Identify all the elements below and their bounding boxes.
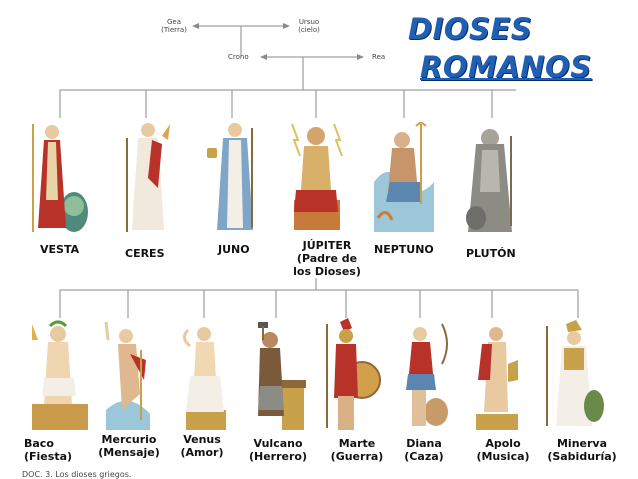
- ursuo-name: Ursuo: [298, 18, 320, 26]
- apolo-figure: [476, 327, 518, 430]
- juno-figure: [207, 123, 253, 230]
- minerva-figure: [546, 320, 604, 426]
- venus-label: Venus (Amor): [174, 433, 230, 459]
- venus-figure: [183, 327, 226, 430]
- document-caption: DOC. 3. Los dioses griegos.: [22, 470, 132, 479]
- mercurio-label: Mercurio (Mensaje): [92, 433, 166, 459]
- ceres-figure: [126, 123, 170, 232]
- rea-label: Rea: [372, 53, 386, 61]
- baco-name: Baco: [24, 437, 54, 450]
- jupiter-title-line2: los Dioses): [293, 265, 361, 278]
- juno-label: JUNO: [218, 243, 250, 256]
- title-line-1: DIOSES: [408, 12, 533, 46]
- venus-name: Venus: [183, 433, 221, 446]
- diana-name: Diana: [406, 437, 442, 450]
- mercurio-role: (Mensaje): [98, 446, 160, 459]
- vesta-label: VESTA: [40, 243, 80, 256]
- title-line-2: ROMANOS: [420, 50, 592, 84]
- mercurio-figure: [104, 321, 150, 430]
- vulcano-label: Vulcano (Herrero): [244, 437, 312, 463]
- baco-role: (Fiesta): [24, 450, 73, 463]
- jupiter-label: JÚPITER (Padre de los Dioses): [290, 239, 364, 278]
- minerva-role: (Sabiduría): [547, 450, 617, 463]
- jupiter-figure: [291, 123, 343, 230]
- gea-meaning: (Tierra): [161, 26, 187, 34]
- diana-label: Diana (Caza): [398, 437, 450, 463]
- gea-name: Gea: [166, 18, 182, 26]
- diana-figure: [406, 323, 448, 426]
- ursuo-label: Ursuo (cielo): [292, 18, 326, 34]
- apolo-name: Apolo: [485, 437, 521, 450]
- venus-role: (Amor): [180, 446, 224, 459]
- diana-role: (Caza): [404, 450, 444, 463]
- minerva-name: Minerva: [556, 437, 608, 450]
- mercurio-name: Mercurio: [101, 433, 157, 446]
- ursuo-meaning: (cielo): [298, 26, 320, 34]
- vulcano-figure: [258, 322, 306, 430]
- apolo-role: (Musica): [476, 450, 530, 463]
- baco-figure: [32, 320, 88, 430]
- apolo-label: Apolo (Musica): [468, 437, 538, 463]
- vulcano-role: (Herrero): [248, 450, 307, 463]
- minerva-label: Minerva (Sabiduría): [542, 437, 622, 463]
- neptuno-label: NEPTUNO: [374, 243, 434, 256]
- jupiter-title-line1: (Padre de: [296, 252, 358, 265]
- ceres-label: CERES: [125, 247, 165, 260]
- neptuno-figure: [374, 122, 434, 232]
- marte-figure: [326, 318, 381, 430]
- pluton-label: PLUTÓN: [466, 247, 516, 260]
- marte-role: (Guerra): [330, 450, 384, 463]
- marte-name: Marte: [338, 437, 376, 450]
- marte-label: Marte (Guerra): [324, 437, 390, 463]
- crono-label: Crono: [228, 53, 249, 61]
- vulcano-name: Vulcano: [253, 437, 303, 450]
- pluton-figure: [466, 129, 512, 232]
- jupiter-name: JÚPITER: [302, 239, 352, 252]
- baco-label: Baco (Fiesta): [24, 437, 80, 463]
- gea-label: Gea (Tierra): [156, 18, 192, 34]
- vesta-figure: [32, 124, 88, 232]
